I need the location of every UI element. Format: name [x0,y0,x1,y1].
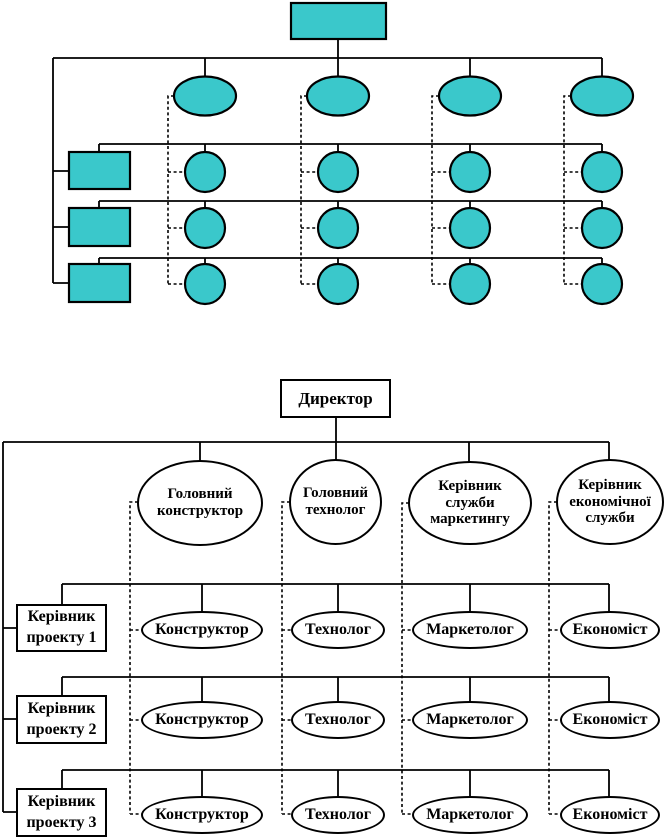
specialist-label: Економіст [572,621,648,639]
manager-label: Керівник економічної служби [569,476,651,527]
top-diagram-shapes [67,1,635,306]
top-worker-circle-r3c4 [580,262,624,306]
specialist-label: Технолог [304,711,372,729]
specialist-ellipse-r2-economist: Економіст [560,701,660,739]
project-box-3: Керівник проекту 3 [16,788,107,837]
top-worker-circle-r2c2 [316,206,360,250]
project-box-1: Керівник проекту 1 [16,604,107,652]
specialist-label: Економіст [572,711,648,729]
manager-ellipse-economic-head: Керівник економічної служби [556,459,664,545]
project-label: Керівник проекту 3 [26,792,97,831]
specialist-ellipse-r3-designer: Конструктор [141,796,263,834]
project-label: Керівник проекту 2 [26,699,97,738]
top-worker-circle-r2c1 [183,206,227,250]
manager-ellipse-chief-technologist: Головний технолог [289,459,382,545]
top-diagram-dashed-lines [167,95,582,285]
specialist-ellipse-r2-marketer: Маркетолог [412,701,528,739]
top-worker-circle-r1c1 [183,150,227,194]
top-project-box-3 [67,262,132,304]
top-manager-ellipse-4 [569,75,635,117]
specialist-ellipse-r1-marketer: Маркетолог [412,611,528,649]
manager-ellipse-chief-designer: Головний конструктор [137,460,263,546]
specialist-ellipse-r2-designer: Конструктор [141,701,263,739]
specialist-ellipse-r1-economist: Економіст [560,611,660,649]
top-worker-circle-r3c2 [316,262,360,306]
specialist-label: Конструктор [155,621,249,639]
manager-label: Головний технолог [302,485,369,518]
director-box: Директор [280,379,391,418]
top-worker-circle-r1c4 [580,150,624,194]
specialist-label: Маркетолог [426,806,514,824]
top-diagram-solid-lines [52,39,603,284]
top-worker-circle-r1c3 [448,150,492,194]
specialist-label: Технолог [304,621,372,639]
specialist-label: Маркетолог [426,621,514,639]
specialist-ellipse-r3-technologist: Технолог [291,796,385,834]
top-manager-ellipse-3 [437,75,503,117]
manager-ellipse-marketing-head: Керівник служби маркетингу [408,461,532,545]
top-worker-circle-r3c3 [448,262,492,306]
specialist-label: Конструктор [155,711,249,729]
specialist-ellipse-r3-marketer: Маркетолог [412,796,528,834]
top-manager-ellipse-1 [172,75,238,117]
top-worker-circle-r1c2 [316,150,360,194]
top-project-box-2 [67,206,132,248]
specialist-ellipse-r3-economist: Економіст [560,796,660,834]
manager-label: Головний конструктор [156,486,244,519]
top-worker-circle-r2c4 [580,206,624,250]
bottom-diagram-solid-lines [2,418,610,813]
director-label: Директор [298,388,373,408]
top-worker-circle-r3c1 [183,262,227,306]
top-worker-circle-r2c3 [448,206,492,250]
specialist-label: Конструктор [155,806,249,824]
specialist-label: Технолог [304,806,372,824]
manager-label: Керівник служби маркетингу [430,477,510,528]
specialist-label: Маркетолог [426,711,514,729]
specialist-ellipse-r2-technologist: Технолог [291,701,385,739]
top-root-box [289,1,388,41]
specialist-label: Економіст [572,806,648,824]
top-project-box-1 [67,150,132,191]
specialist-ellipse-r1-designer: Конструктор [141,611,263,649]
specialist-ellipse-r1-technologist: Технолог [291,611,385,649]
project-label: Керівник проекту 1 [26,608,97,646]
top-manager-ellipse-2 [305,75,371,117]
project-box-2: Керівник проекту 2 [16,695,107,744]
bottom-diagram-dashed-lines [129,501,561,815]
